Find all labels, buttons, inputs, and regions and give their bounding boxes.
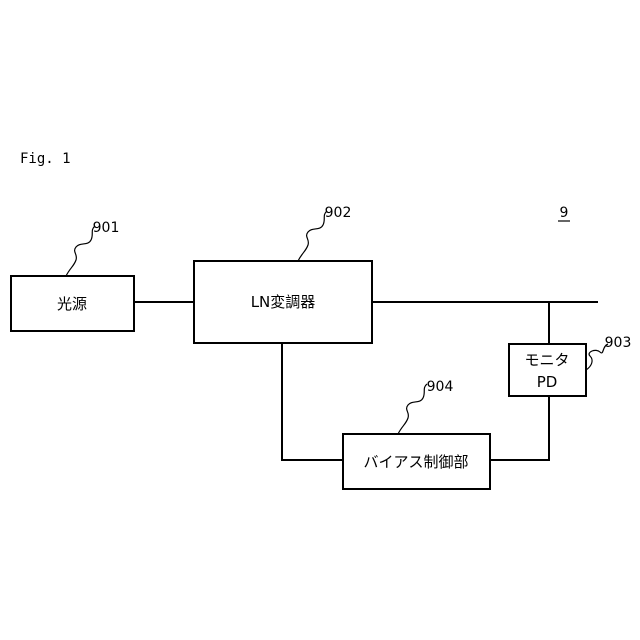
monitor-pd-label-line2: PD (537, 373, 558, 391)
light-source-label: 光源 (57, 295, 87, 313)
wire-bias-to-modulator (282, 343, 343, 460)
monitor-pd-block: モニタ PD (509, 344, 586, 396)
bias-controller-block: バイアス制御部 (343, 434, 490, 489)
light-source-ref: 901 (93, 220, 120, 236)
bias-controller-label: バイアス制御部 (363, 453, 468, 471)
figure-label: Fig. 1 (20, 151, 71, 167)
system-ref-label: 9 (560, 205, 569, 221)
wire-monitor-to-bias (490, 396, 549, 460)
bias-controller-leader (398, 384, 427, 434)
monitor-pd-ref: 903 (605, 335, 632, 351)
light-source-block: 光源 (11, 276, 134, 331)
light-source-leader (66, 226, 95, 276)
ln-modulator-block: LN変調器 (194, 261, 372, 343)
bias-controller-ref: 904 (427, 379, 454, 395)
monitor-pd-label-line1: モニタ (524, 351, 569, 369)
ln-modulator-label: LN変調器 (251, 293, 316, 311)
ln-modulator-leader (298, 211, 327, 261)
ln-modulator-ref: 902 (325, 205, 352, 221)
